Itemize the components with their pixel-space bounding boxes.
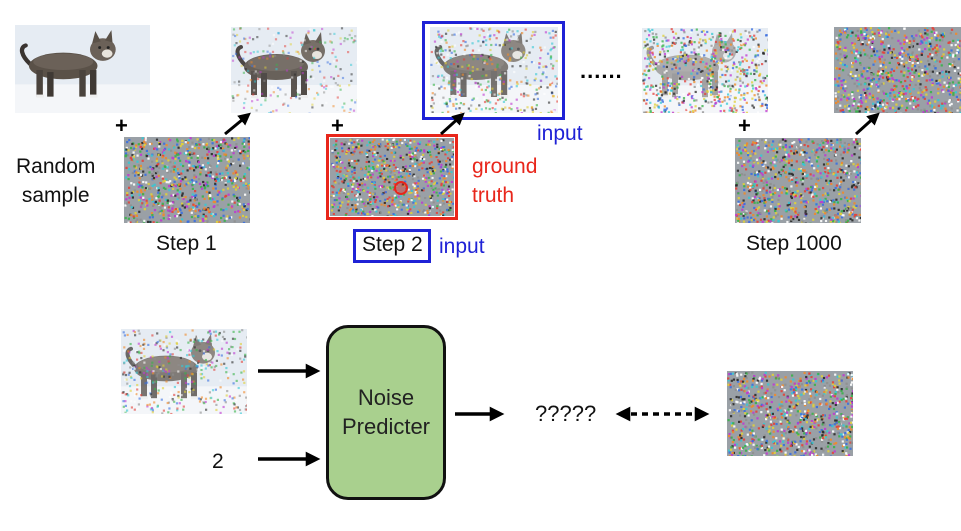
step2-input-image-highlight [422,21,565,120]
plus-sign-step2: + [331,113,344,138]
plus-sign-step1: + [115,113,128,138]
noise-step2-image [330,138,454,216]
noise-step1-image [124,137,250,223]
cat-step2-image [430,27,558,113]
noise-step1000-image [735,138,861,223]
random-sample-label: Random sample [16,155,96,207]
noise-predictor-target-image [727,371,853,456]
step2-label: Step 2 [362,233,423,256]
noise-final-image [834,27,961,113]
arrow-step1-to-image [224,112,251,136]
ground-truth-label: ground truth [472,155,538,207]
input-label-step2: input [439,235,485,258]
cat-clean-image [15,25,150,113]
step1000-label: Step 1000 [746,232,842,255]
plus-sign-step1000: + [738,113,751,138]
step2-input-highlight [353,229,431,263]
predicted-noise-question: ????? [535,401,597,426]
ground-truth-noise-highlight [326,134,458,220]
step1-label: Step 1 [156,232,217,255]
noise-predictor-label: Noise Predicter [341,384,431,439]
cat-step1-image [231,27,357,113]
cat-step999-image [642,28,768,113]
arrow-step1000-to-image [854,112,880,136]
cursor-marker-icon [394,181,408,195]
cat-predictor-input-image [121,329,247,414]
input-label-top: input [537,122,583,145]
noise-predictor-box: Noise Predicter [326,325,446,500]
ellipsis-text: ...... [580,58,623,83]
step-number-input: 2 [212,450,224,473]
